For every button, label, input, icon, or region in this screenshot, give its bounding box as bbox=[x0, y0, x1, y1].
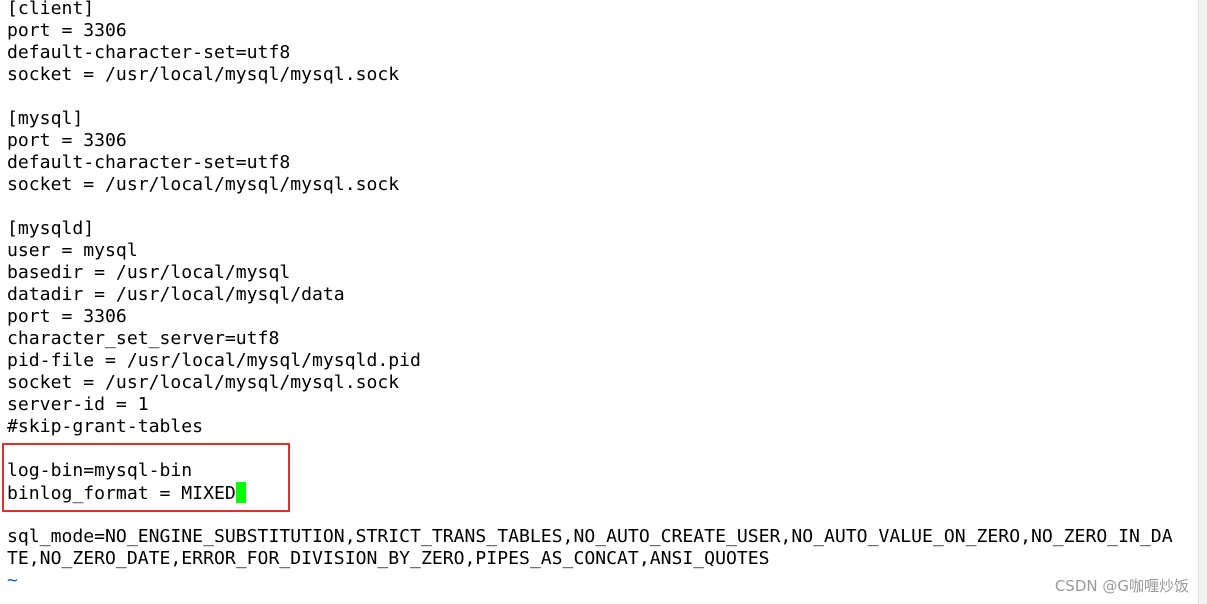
highlight-box bbox=[2, 443, 290, 512]
editor-line: datadir = /usr/local/mysql/data bbox=[7, 284, 1173, 306]
empty-buffer-tilde: ~ bbox=[7, 570, 1173, 592]
editor-line bbox=[7, 86, 1173, 108]
editor-line-text: ~ bbox=[7, 570, 18, 591]
editor-line-text: default-character-set=utf8 bbox=[7, 152, 291, 173]
editor-line-text: TE,NO_ZERO_DATE,ERROR_FOR_DIVISION_BY_ZE… bbox=[7, 548, 770, 569]
editor-line-text: character_set_server=utf8 bbox=[7, 328, 280, 349]
editor-line: [client] bbox=[7, 0, 1173, 20]
editor-line: socket = /usr/local/mysql/mysql.sock bbox=[7, 64, 1173, 86]
editor-line-text: port = 3306 bbox=[7, 20, 127, 41]
editor-line: #skip-grant-tables bbox=[7, 416, 1173, 438]
editor-line-text: port = 3306 bbox=[7, 130, 127, 151]
editor-line: port = 3306 bbox=[7, 130, 1173, 152]
editor-line-text: socket = /usr/local/mysql/mysql.sock bbox=[7, 174, 400, 195]
editor-line: port = 3306 bbox=[7, 20, 1173, 42]
editor-line-text: log-bin=mysql-bin bbox=[7, 460, 193, 481]
editor-line bbox=[7, 196, 1173, 218]
editor-line-text: pid-file = /usr/local/mysql/mysqld.pid bbox=[7, 350, 421, 371]
editor-line-text: binlog_format = MIXED bbox=[7, 483, 236, 504]
editor-line: port = 3306 bbox=[7, 306, 1173, 328]
editor-line: log-bin=mysql-bin bbox=[7, 460, 1173, 482]
editor-line-text: sql_mode=NO_ENGINE_SUBSTITUTION,STRICT_T… bbox=[7, 526, 1173, 547]
editor-line-text: basedir = /usr/local/mysql bbox=[7, 262, 291, 283]
editor-line-text: [mysqld] bbox=[7, 218, 95, 239]
editor-line: socket = /usr/local/mysql/mysql.sock bbox=[7, 372, 1173, 394]
text-cursor bbox=[235, 482, 246, 503]
watermark: CSDN @G咖喱炒饭 bbox=[1054, 577, 1189, 595]
editor-line-text: [client] bbox=[7, 0, 95, 19]
vertical-scrollbar[interactable] bbox=[1198, 0, 1207, 604]
editor-line: binlog_format = MIXED bbox=[7, 482, 1173, 504]
editor-line-text: #skip-grant-tables bbox=[7, 416, 204, 437]
editor-line-text: port = 3306 bbox=[7, 306, 127, 327]
editor-line-text: datadir = /usr/local/mysql/data bbox=[7, 284, 345, 305]
editor-line-text: default-character-set=utf8 bbox=[7, 42, 291, 63]
editor-line: [mysqld] bbox=[7, 218, 1173, 240]
editor-line-text: [mysql] bbox=[7, 108, 84, 129]
editor-line: pid-file = /usr/local/mysql/mysqld.pid bbox=[7, 350, 1173, 372]
editor-line: character_set_server=utf8 bbox=[7, 328, 1173, 350]
editor-line: default-character-set=utf8 bbox=[7, 152, 1173, 174]
editor-line: sql_mode=NO_ENGINE_SUBSTITUTION,STRICT_T… bbox=[7, 526, 1173, 548]
editor-line-text: socket = /usr/local/mysql/mysql.sock bbox=[7, 372, 400, 393]
editor-line-text: server-id = 1 bbox=[7, 394, 149, 415]
editor-line-text: socket = /usr/local/mysql/mysql.sock bbox=[7, 64, 400, 85]
editor-line: user = mysql bbox=[7, 240, 1173, 262]
editor-line-text: user = mysql bbox=[7, 240, 138, 261]
editor-line: server-id = 1 bbox=[7, 394, 1173, 416]
editor-line: socket = /usr/local/mysql/mysql.sock bbox=[7, 174, 1173, 196]
editor-line: basedir = /usr/local/mysql bbox=[7, 262, 1173, 284]
editor-line: default-character-set=utf8 bbox=[7, 42, 1173, 64]
editor-line: TE,NO_ZERO_DATE,ERROR_FOR_DIVISION_BY_ZE… bbox=[7, 548, 1173, 570]
editor-line: [mysql] bbox=[7, 108, 1173, 130]
